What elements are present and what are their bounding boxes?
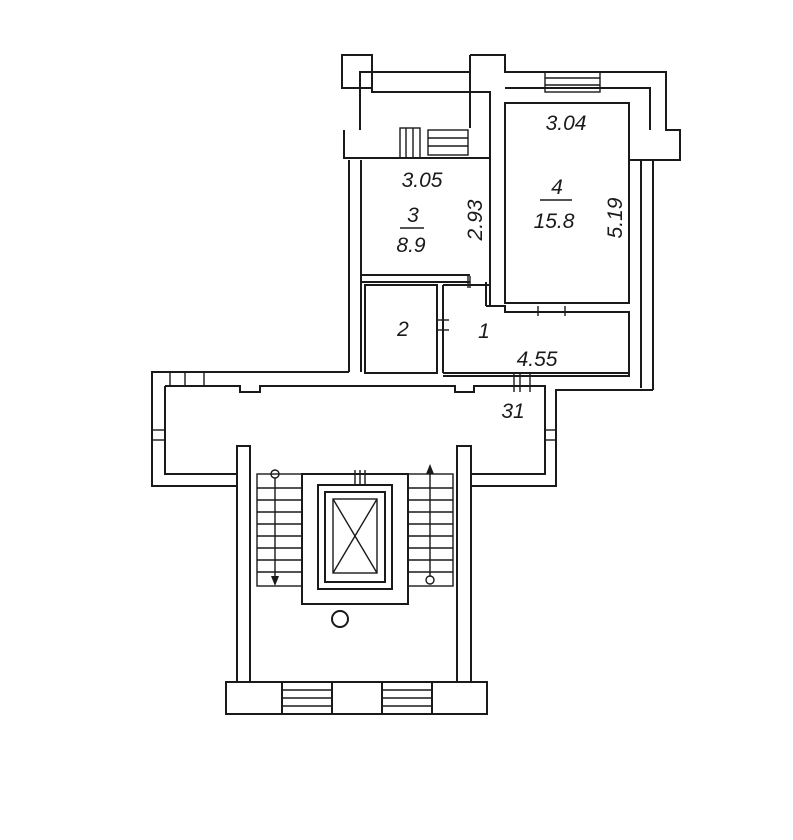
room1-length-label: 4.55 xyxy=(517,348,558,371)
room31-number: 31 xyxy=(501,400,524,423)
corridor-walls xyxy=(151,371,653,487)
apartment-walls xyxy=(341,54,681,390)
room4-number: 4 xyxy=(551,176,563,199)
room2-number: 2 xyxy=(396,318,409,341)
window-icon xyxy=(399,71,601,159)
room3-width-label: 3.05 xyxy=(402,169,443,192)
stair-up-arrow-icon xyxy=(425,464,435,585)
stairwell-walls xyxy=(225,445,488,715)
window-icon xyxy=(152,372,556,441)
room4-width-label: 3.04 xyxy=(546,112,587,135)
stair-down-arrow-icon xyxy=(270,469,280,586)
room1-number: 1 xyxy=(478,320,490,343)
column-icon xyxy=(331,610,349,628)
room4-area: 15.8 xyxy=(534,210,575,233)
elevator-shaft-icon xyxy=(301,470,409,605)
room3-number: 3 xyxy=(407,204,419,227)
room3-depth-label: 2.93 xyxy=(464,199,487,241)
room3-area: 8.9 xyxy=(396,234,426,257)
door-icon xyxy=(437,276,566,392)
room4-depth-label: 5.19 xyxy=(604,197,627,238)
stair-flight-left xyxy=(256,473,303,587)
